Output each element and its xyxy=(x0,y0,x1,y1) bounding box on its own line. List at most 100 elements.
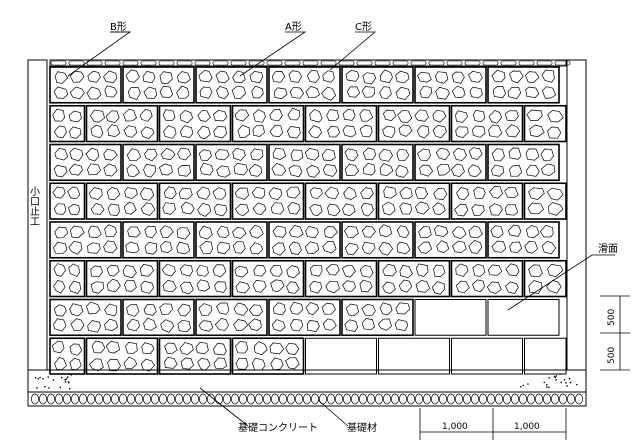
stone xyxy=(383,186,397,199)
stone xyxy=(525,225,540,238)
gravel-pebble xyxy=(527,393,535,405)
gabion-frame xyxy=(122,298,195,337)
stone xyxy=(382,281,396,294)
concrete-dot xyxy=(64,381,67,383)
gravel-pebble xyxy=(327,393,335,405)
stone xyxy=(180,281,194,295)
stone xyxy=(232,70,246,84)
top-course-stone xyxy=(68,60,85,66)
concrete-dot xyxy=(555,375,558,377)
stone xyxy=(196,279,211,292)
stone xyxy=(309,109,323,123)
stone xyxy=(124,187,138,199)
top-course-stone xyxy=(482,60,499,66)
stone xyxy=(103,148,118,161)
concrete-dot xyxy=(39,376,41,379)
gravel-pebble xyxy=(535,393,543,405)
stone xyxy=(122,264,137,279)
stone xyxy=(179,342,194,355)
stone xyxy=(127,226,141,238)
stone xyxy=(455,110,468,123)
stone xyxy=(53,125,67,139)
smooth-face-block xyxy=(451,337,523,375)
gravel-pebble xyxy=(471,393,479,405)
concrete-dot xyxy=(545,386,548,388)
gravel-pebble xyxy=(415,393,423,405)
gravel-pebble xyxy=(455,393,463,405)
stone xyxy=(105,110,120,123)
smooth-face-block xyxy=(414,299,487,336)
top-course-stone xyxy=(230,60,247,66)
stone xyxy=(252,280,267,293)
stone xyxy=(288,224,304,238)
gravel-pebble xyxy=(111,393,119,405)
stone xyxy=(417,71,432,83)
stone xyxy=(321,86,337,101)
c-type-label: C形 xyxy=(355,21,372,33)
gabion-frame xyxy=(268,66,341,104)
stone xyxy=(308,125,323,139)
stone xyxy=(253,109,266,123)
stone xyxy=(52,108,65,122)
stone xyxy=(216,302,230,315)
top-course-stone xyxy=(374,60,391,66)
stone xyxy=(235,357,249,370)
stone xyxy=(488,109,502,124)
stone xyxy=(491,148,505,162)
stone xyxy=(491,240,507,253)
smooth-face-block xyxy=(487,299,560,336)
concrete-dot xyxy=(48,387,50,389)
concrete-dot xyxy=(65,378,68,380)
stone xyxy=(324,186,339,200)
stone xyxy=(416,125,430,139)
gravel-pebble xyxy=(519,393,527,405)
gravel-pebble xyxy=(135,393,143,405)
stone xyxy=(341,264,356,278)
stone xyxy=(526,164,540,177)
concrete-dot xyxy=(559,373,561,375)
gabion-frame xyxy=(158,104,232,143)
stone xyxy=(180,264,193,277)
stone xyxy=(139,187,155,201)
stone xyxy=(162,202,176,215)
gabion-frame xyxy=(49,104,86,143)
foundation-concrete-texture xyxy=(34,372,578,390)
gravel-pebble xyxy=(263,393,271,405)
stone xyxy=(177,319,191,333)
gravel-pebble xyxy=(199,393,207,405)
gabion-frame xyxy=(414,221,487,259)
gravel-pebble xyxy=(487,393,495,405)
stone xyxy=(382,109,397,121)
stone xyxy=(54,148,69,161)
foundation-concrete-label: 基礎コンクリート xyxy=(238,421,318,434)
stone xyxy=(486,281,502,294)
gabion-block xyxy=(49,221,122,259)
stone xyxy=(509,165,523,177)
stone xyxy=(342,280,356,292)
gabion-block xyxy=(377,259,451,298)
gabion-frame xyxy=(341,221,414,259)
stone xyxy=(234,109,250,122)
stone xyxy=(213,204,228,217)
gravel-pebble xyxy=(559,393,567,405)
stone xyxy=(382,263,397,277)
stone xyxy=(269,342,285,355)
stone xyxy=(107,124,121,137)
stone xyxy=(435,71,449,84)
concrete-dot xyxy=(44,385,46,388)
top-course-stone xyxy=(536,60,553,66)
gravel-pebble xyxy=(463,393,471,405)
stone xyxy=(394,319,409,331)
stone xyxy=(104,318,119,331)
gabion-frame xyxy=(341,66,414,104)
stone xyxy=(507,86,522,100)
stone xyxy=(248,304,263,316)
stone xyxy=(215,70,230,84)
stone xyxy=(417,241,433,254)
stone xyxy=(508,147,522,160)
stone xyxy=(213,357,228,370)
stone xyxy=(359,265,374,278)
smooth-face-block xyxy=(524,337,567,375)
gabion-block xyxy=(49,143,122,182)
stone xyxy=(179,125,194,138)
